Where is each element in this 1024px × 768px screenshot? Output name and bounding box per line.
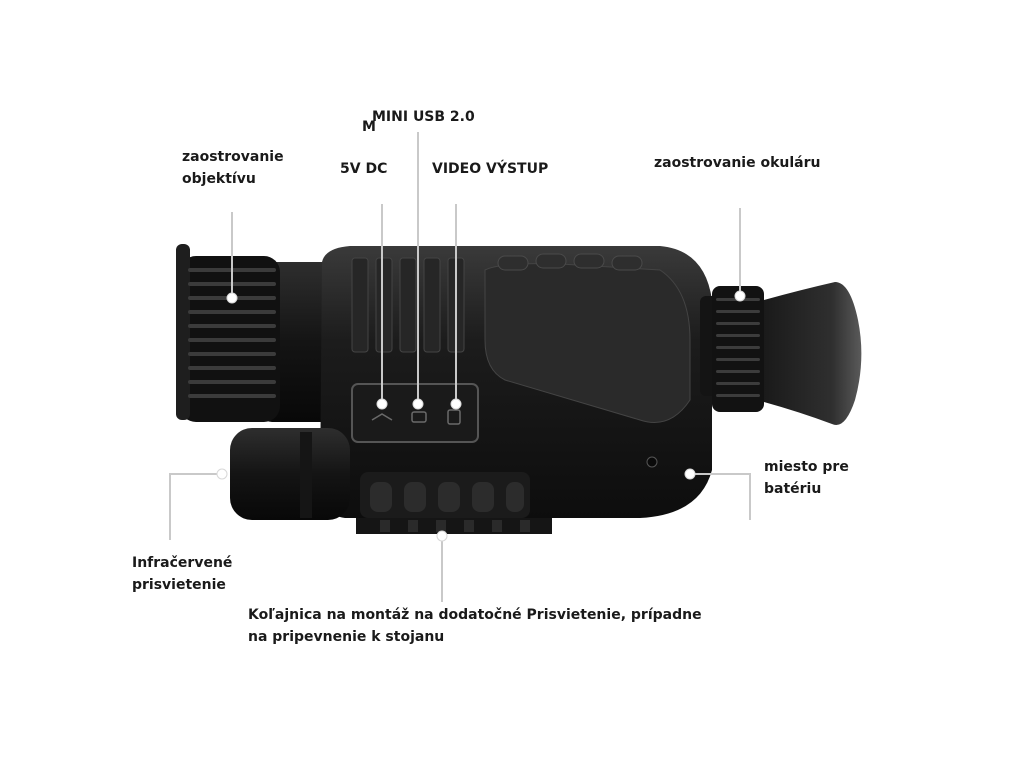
battery-line-1: miesto pre (764, 459, 849, 475)
focus-objective-line-1: zaostrovanie (182, 149, 284, 165)
objective-lens (176, 244, 338, 422)
focus-objective-label: zaostrovanie objektívu (182, 146, 284, 190)
video-out-text: VIDEO VÝSTUP (432, 161, 549, 177)
infrared-line-2: prisvietenie (132, 577, 226, 593)
video-out-label: VIDEO VÝSTUP (432, 158, 548, 180)
stray-glyph-text: M (362, 119, 376, 135)
rail-line-1: Koľajnica na montáž na dodatočné Prisvie… (248, 607, 702, 623)
battery-line-2: batériu (764, 481, 822, 497)
battery-label: miesto pre batériu (764, 456, 849, 500)
eyepiece (700, 282, 862, 425)
focus-objective-line-2: objektívu (182, 171, 256, 187)
infrared-line-1: Infračervené (132, 555, 233, 571)
mini-usb-text: MINI USB 2.0 (372, 109, 475, 125)
stray-glyph: M (362, 116, 376, 138)
rail-label: Koľajnica na montáž na dodatočné Prisvie… (248, 604, 702, 648)
infrared-label: Infračervené prisvietenie (132, 552, 232, 596)
infrared-illuminator (230, 428, 350, 520)
eyepiece-focus-label: zaostrovanie okuláru (654, 152, 820, 174)
dc-5v-label: 5V DC (340, 158, 387, 180)
mounting-rail (356, 472, 552, 534)
leader-lines (169, 132, 751, 602)
eyepiece-focus-text: zaostrovanie okuláru (654, 155, 821, 171)
rail-line-2: na pripevnenie k stojanu (248, 629, 445, 645)
dc-5v-text: 5V DC (340, 161, 388, 177)
mini-usb-label: MINI USB 2.0 (372, 106, 475, 128)
